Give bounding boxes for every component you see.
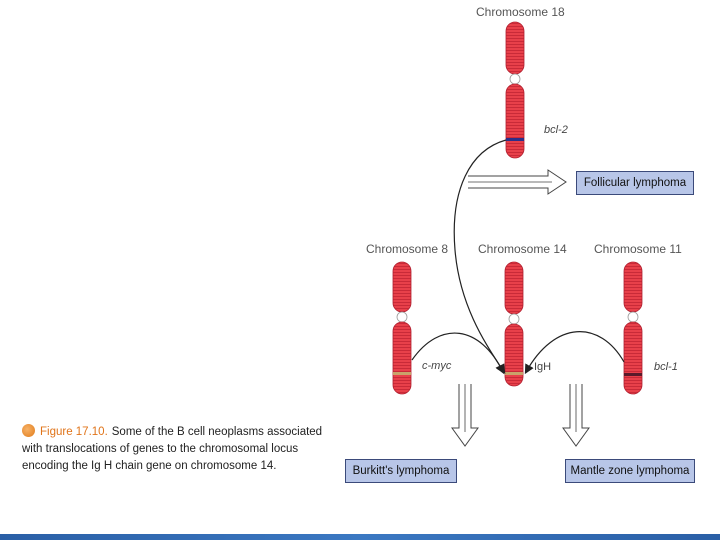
bottom-accent-bar <box>0 534 720 540</box>
chromosome-18 <box>506 22 524 158</box>
hollow-arrow-mantle <box>563 384 589 446</box>
figure-caption: Figure 17.10.Some of the B cell neoplasm… <box>22 424 342 475</box>
igh-label: IgH <box>534 361 551 373</box>
follicular-lymphoma-box: Follicular lymphoma <box>576 171 694 195</box>
arrow-18-to-14 <box>454 140 506 372</box>
hollow-arrow-burkitt <box>452 384 478 446</box>
chromosome-14-label: Chromosome 14 <box>478 242 567 256</box>
bcl-1-band <box>624 373 642 376</box>
bcl-2-label: bcl-2 <box>544 124 568 136</box>
chromosome-8-label: Chromosome 8 <box>366 242 448 256</box>
c-myc-label: c-myc <box>422 360 451 372</box>
c-myc-band <box>393 372 411 375</box>
hollow-arrow-follicular <box>468 170 566 194</box>
igh-band <box>505 372 523 375</box>
chromosome-14 <box>505 262 523 386</box>
bcl-1-label: bcl-1 <box>654 361 678 373</box>
chromosome-11 <box>624 262 642 394</box>
chromosome-11-label: Chromosome 11 <box>594 242 682 256</box>
bcl-2-band <box>506 138 524 141</box>
mantle-zone-lymphoma-box: Mantle zone lymphoma <box>565 459 695 483</box>
figure-bullet-icon <box>22 424 35 437</box>
chromosome-8 <box>393 262 411 394</box>
chromosome-18-label: Chromosome 18 <box>476 5 565 19</box>
burkitt-lymphoma-box: Burkitt's lymphoma <box>345 459 457 483</box>
figure-number: Figure 17.10. <box>40 426 108 438</box>
